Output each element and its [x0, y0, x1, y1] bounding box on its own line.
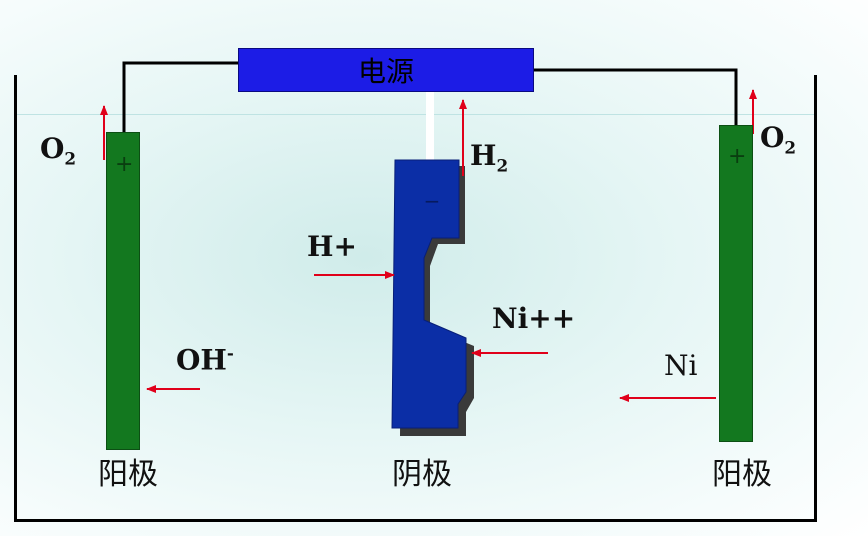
- cathode-connector: [426, 92, 434, 160]
- cathode-caption: 阴极: [392, 457, 452, 492]
- wire-right: [534, 68, 738, 140]
- o2-left-label: O2: [40, 132, 77, 169]
- anode-left-electrode: [106, 132, 140, 450]
- h-plus-label: H+: [307, 230, 357, 263]
- cathode-electrode: [391, 159, 467, 429]
- anode-left-plus-icon: +: [115, 152, 134, 177]
- ni-label: Ni: [664, 349, 698, 382]
- o2-right-label: O2: [760, 121, 797, 158]
- wire-left: [122, 61, 238, 140]
- tank-right-wall: [814, 75, 817, 522]
- anode-right-plus-icon: +: [728, 144, 747, 169]
- anode-right-electrode: [719, 125, 753, 442]
- ni-plus-label: Ni++: [492, 302, 576, 335]
- power-supply: 电源: [238, 48, 534, 92]
- oh-label: OH-: [176, 343, 234, 377]
- h2-label: H2: [470, 139, 509, 176]
- anode-right-caption: 阳极: [712, 457, 772, 492]
- cathode-minus-icon: −: [424, 189, 441, 213]
- tank-bottom: [14, 519, 817, 522]
- liquid-surface: [17, 114, 814, 115]
- anode-left-caption: 阳极: [98, 457, 158, 492]
- power-supply-label: 电源: [357, 55, 414, 88]
- tank-left-wall: [14, 75, 17, 522]
